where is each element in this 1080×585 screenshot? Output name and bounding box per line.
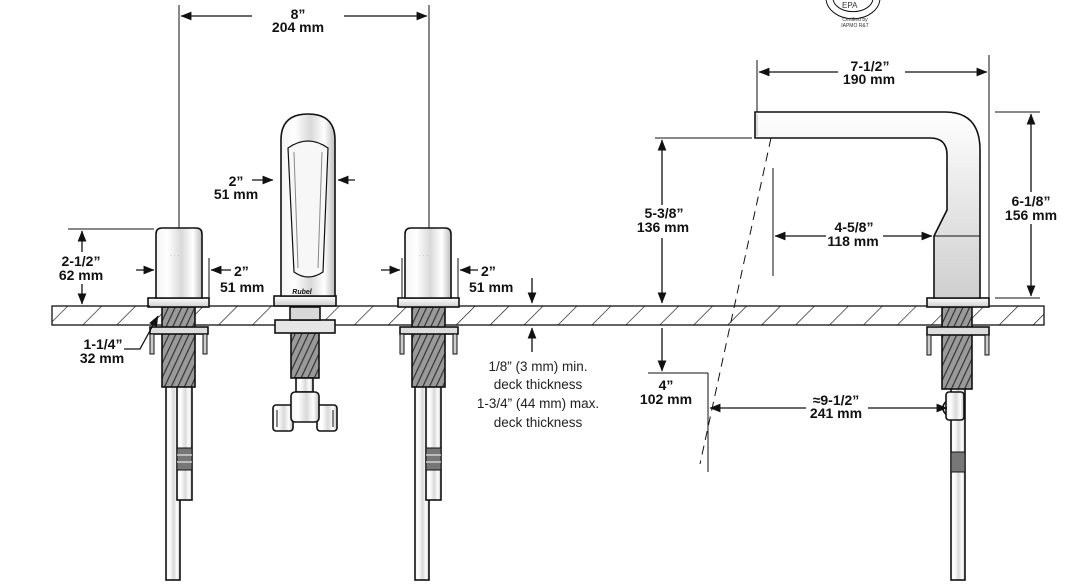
dim-handle-height-metric: 62 mm xyxy=(59,267,103,283)
deck-section xyxy=(51,305,1045,326)
dim-below-deck-imperial: 4” xyxy=(659,377,674,393)
deck-thickness-notes: 1/8” (3 mm) min. deck thickness 1-3/4” (… xyxy=(477,359,599,430)
dim-clearance-imperial: 5-3/8” xyxy=(645,205,684,221)
dim-handle-height-imperial: 2-1/2” xyxy=(62,253,101,269)
left-handle: · · · xyxy=(147,227,210,581)
center-spout: Rubel xyxy=(272,113,338,432)
dim-reach-metric: 190 mm xyxy=(843,71,895,87)
badge-arc-text: EPA xyxy=(842,1,858,10)
dim-shank-imperial: 1-1/4” xyxy=(84,336,123,352)
svg-text:· · ·: · · · xyxy=(170,253,179,259)
certification-badge: EPA Certified by IAPMO R&T xyxy=(825,0,881,29)
badge-line2: IAPMO R&T xyxy=(841,23,869,29)
dim-spout-width-imperial: 2” xyxy=(229,173,244,189)
dim-overall-height-metric: 156 mm xyxy=(1005,207,1057,223)
badge-line1: Certified by xyxy=(842,17,868,23)
right-handle: · · · xyxy=(397,227,460,581)
dim-spout-width-metric: 51 mm xyxy=(214,186,258,202)
dim-left-handle-metric: 51 mm xyxy=(220,279,264,295)
dim-right-handle-metric: 51 mm xyxy=(469,279,513,295)
spout-logo: Rubel xyxy=(292,289,313,296)
svg-text:· · ·: · · · xyxy=(419,253,428,259)
dimension-arrows xyxy=(77,11,1036,413)
deck-note-line3: 1-3/4” (44 mm) max. xyxy=(477,396,599,411)
dim-aerator-metric: 118 mm xyxy=(827,233,878,249)
deck-note-line2: deck thickness xyxy=(494,377,583,392)
deck-note-line4: deck thickness xyxy=(494,415,583,430)
side-view-faucet xyxy=(754,111,990,581)
dim-shank-metric: 32 mm xyxy=(80,350,124,366)
dim-clearance-metric: 136 mm xyxy=(637,219,689,235)
deck-note-line1: 1/8” (3 mm) min. xyxy=(488,359,587,374)
dim-right-handle-imperial: 2” xyxy=(481,263,496,279)
dim-drain-offset-imperial: ≈9-1/2” xyxy=(813,392,860,408)
dim-spread-imperial: 8” xyxy=(291,6,306,22)
dim-below-deck-metric: 102 mm xyxy=(640,391,692,407)
dimension-labels: 8” 204 mm 2” 51 mm 2-1/2” 62 mm 2” 51 mm… xyxy=(59,6,1057,421)
dim-drain-offset-metric: 241 mm xyxy=(810,405,862,421)
dim-aerator-imperial: 4-5/8” xyxy=(835,219,874,235)
dim-spread-metric: 204 mm xyxy=(272,19,324,35)
dim-reach-imperial: 7-1/2” xyxy=(851,58,890,74)
dim-left-handle-imperial: 2” xyxy=(234,263,249,279)
dim-overall-height-imperial: 6-1/8” xyxy=(1012,193,1051,209)
